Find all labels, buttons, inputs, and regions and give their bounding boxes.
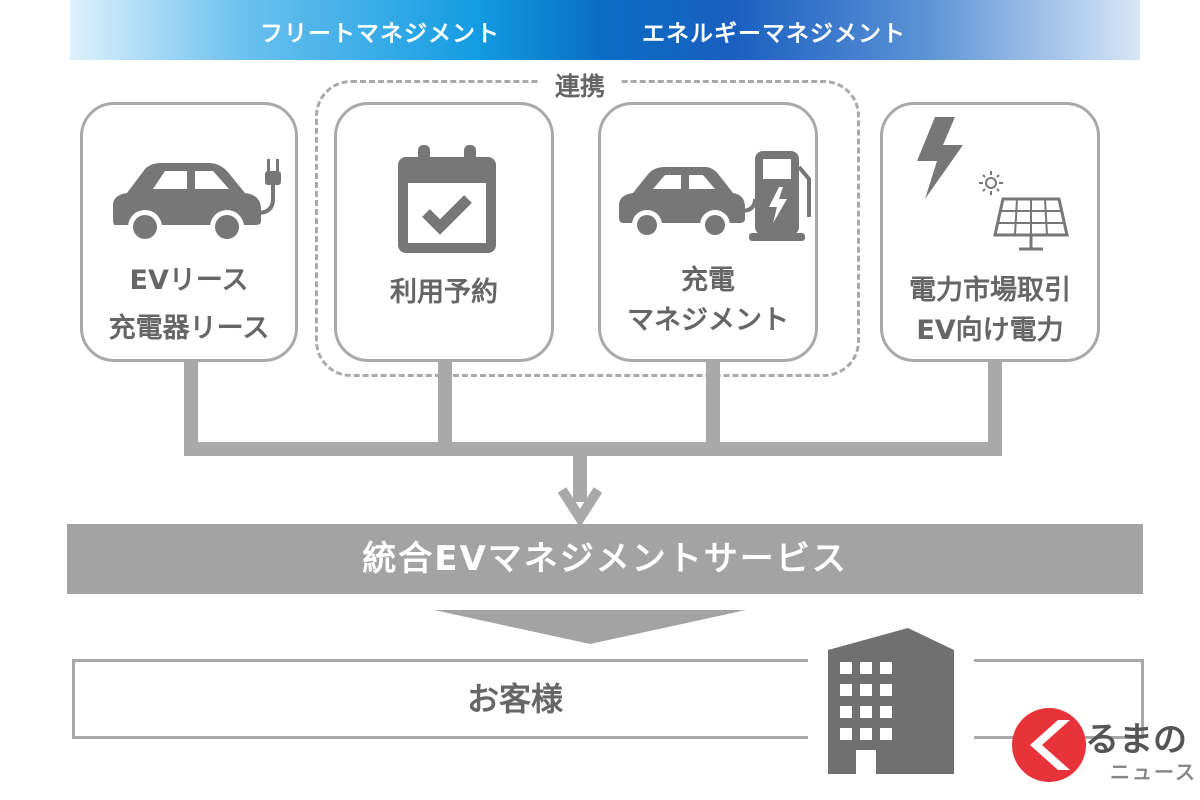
connector-horizontal [184, 442, 1002, 456]
card-reservation-line1: 利用予約 [390, 277, 498, 308]
fleet-management-label: フリートマネジメント [260, 21, 500, 47]
card-reservation: 利用予約 [334, 102, 554, 362]
brand-name-sub: ニュース [1110, 760, 1197, 784]
card-ev-lease-line1: EVリース [129, 265, 249, 296]
connector-down [573, 442, 587, 502]
ev-charging-station-icon [619, 151, 811, 241]
office-building-icon [808, 628, 974, 780]
category-banner: フリートマネジメント エネルギーマネジメント [70, 0, 1140, 60]
integrated-service-bar: 統合EVマネジメントサービス [67, 524, 1143, 594]
calendar-check-icon [398, 145, 496, 253]
card-power-line1: 電力市場取引 [909, 275, 1071, 306]
lightning-icon [917, 117, 963, 199]
card-power: 電力市場取引 EV向け電力 [880, 102, 1100, 362]
card-charging: 充電 マネジメント [598, 102, 818, 362]
solar-panel-icon [979, 171, 1069, 251]
ev-plug-car-icon [113, 159, 281, 244]
card-ev-lease: EVリース 充電器リース [80, 102, 298, 362]
connector-ev-lease [184, 360, 198, 456]
card-charging-line1: 充電 [681, 265, 735, 296]
brand-name-main: るまの [1085, 720, 1187, 760]
connector-reservation [438, 360, 452, 456]
card-ev-lease-line2: 充電器リース [108, 313, 270, 344]
arrow-down-icon [557, 487, 603, 524]
connector-charging [706, 360, 720, 456]
connector-power [988, 360, 1002, 456]
wide-arrow-down-icon [434, 610, 746, 644]
energy-management-label: エネルギーマネジメント [642, 21, 906, 47]
customer-box: お客様 [72, 659, 1144, 739]
kurumano-logo-icon [1012, 708, 1086, 782]
card-power-line2: EV向け電力 [916, 315, 1064, 346]
collaboration-label: 連携 [540, 68, 620, 106]
customer-label: お客様 [466, 680, 563, 718]
card-charging-line2: マネジメント [627, 305, 789, 336]
